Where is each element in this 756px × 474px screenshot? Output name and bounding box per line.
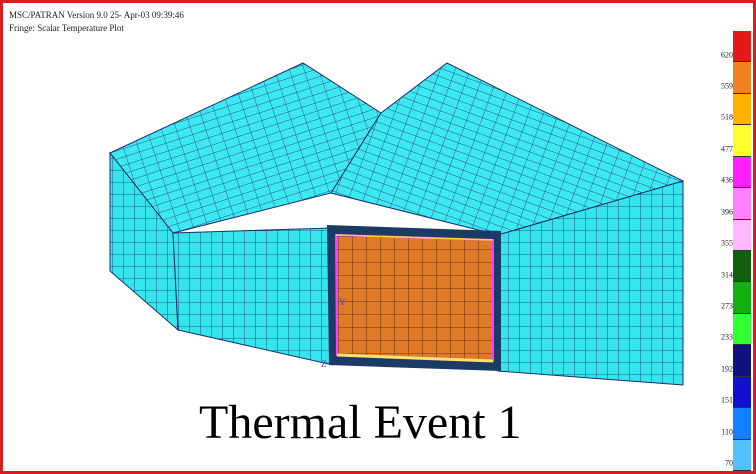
colorbar-band [733,219,751,251]
colorbar-tick-label: 151 [721,395,733,405]
hot-region-bottom-edge [336,353,494,363]
colorbar-tick-label: 518 [721,112,733,122]
legend-tick-labels: 620 559 518 477 436 396 355 314 273 233 192 151 110 7… [703,25,733,471]
colorbar-band [733,313,751,346]
colorbar-band [733,156,751,189]
colorbar-tick-label: 273 [721,301,733,311]
colorbar-band [733,93,751,126]
colorbar-tick-label: 559 [721,81,733,91]
colorbar-tick-label: 355 [721,238,733,248]
local-axis-y-label: Y [339,297,346,307]
hot-region-top-edge [335,234,494,241]
header-subtitle: Fringe: Scalar Temperature Plot [9,23,124,33]
colorbar-band [733,408,751,440]
colorbar-tick-label: 70 [725,458,733,468]
hot-region [334,233,494,363]
colorbar-tick-label: 396 [721,207,733,217]
local-axis-z-label: Z [321,359,327,369]
fem-model[interactable]: Y Z X Y Z [3,3,703,393]
event-caption: Thermal Event 1 [199,396,522,449]
header-title: MSC/PATRAN Version 9.0 25- Apr-03 09:39:… [9,10,184,20]
colorbar-tick-label: 110 [721,427,733,437]
temperature-colorbar [733,31,751,471]
colorbar-band [733,282,751,314]
side-face-left [172,227,334,366]
colorbar-band [733,439,751,471]
colorbar-tick-label: 477 [721,144,733,154]
colorbar-band [733,345,751,377]
colorbar-tick-label: 192 [721,364,733,374]
colorbar-tick-label: 233 [721,332,733,342]
colorbar-tick-label: 314 [721,270,733,280]
colorbar-tick-label: 436 [721,175,733,185]
colorbar-tick-label: 620 [721,50,733,60]
colorbar-band [733,31,751,63]
colorbar-band [733,125,751,157]
colorbar-band [733,62,751,94]
colorbar-band [733,251,751,283]
colorbar-band [733,376,751,409]
colorbar-band [733,188,751,220]
